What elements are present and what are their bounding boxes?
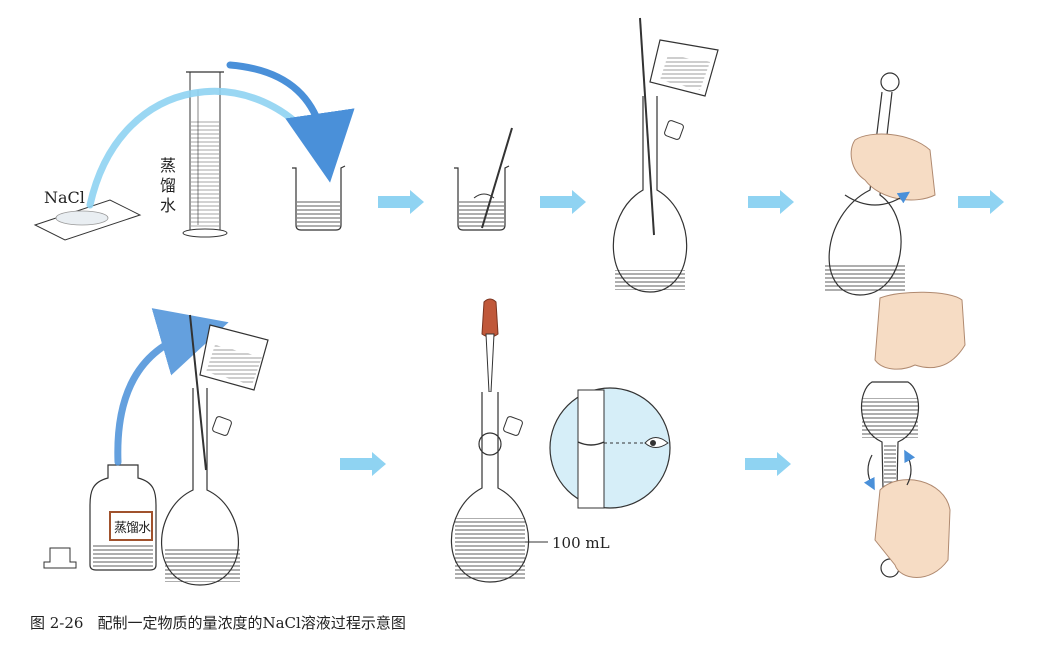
flow-arrow-6: [745, 452, 791, 476]
char-3: 水: [159, 196, 176, 215]
hand-step4: [850, 133, 936, 201]
figure-number: 图 2-26: [30, 614, 84, 632]
nacl-label: NaCl: [44, 188, 85, 207]
pour-curve-water: [226, 61, 355, 183]
solution-preparation-diagram: [33, 17, 1004, 586]
char-1: 蒸: [159, 156, 176, 175]
step-dissolve: [454, 127, 513, 231]
volume-mark-label: 100 mL: [552, 534, 610, 552]
beaker-step1: [292, 165, 346, 231]
step-swirl: [825, 72, 936, 296]
stopper-step5: [212, 416, 232, 436]
figure-caption: 图 2-26 配制一定物质的量浓度的NaCl溶液过程示意图: [30, 612, 406, 633]
volumetric-flask-step5: [161, 388, 239, 586]
step-invert-shake: [861, 291, 966, 578]
hand-bottom: [874, 479, 951, 578]
step-weigh-and-measure: [33, 61, 355, 241]
char-2: 馏: [159, 176, 176, 195]
glass-rod-step5: [189, 314, 207, 471]
meniscus-focus-circle: [478, 432, 502, 456]
stopper-step6: [503, 416, 523, 436]
flow-arrow-1: [378, 190, 424, 214]
pour-curve-rinse: [114, 308, 229, 466]
stopper-step3: [664, 120, 684, 140]
graduated-cylinder: [182, 71, 228, 238]
dropper-tube: [485, 333, 495, 393]
flow-arrow-3: [748, 190, 794, 214]
step-rinse: [43, 308, 269, 586]
eye-icon: [644, 437, 669, 448]
bottle-label-frame: [109, 511, 153, 541]
flow-arrow-2: [540, 190, 586, 214]
step-make-up-to-mark: [450, 298, 671, 583]
figure-caption-text: 配制一定物质的量浓度的NaCl溶液过程示意图: [97, 614, 406, 632]
step-transfer: [612, 17, 719, 293]
glass-rod-step3: [639, 17, 655, 236]
dropper-bulb: [481, 298, 499, 338]
flow-arrow-5: [340, 452, 386, 476]
distilled-water-vertical-label: 蒸 馏 水: [158, 156, 178, 216]
volumetric-flask-step3: [612, 96, 688, 293]
bottle-label-text: 蒸馏水: [113, 521, 151, 536]
hand-top: [874, 291, 966, 370]
flow-arrow-4: [958, 190, 1004, 214]
magnifier-view: [549, 387, 671, 509]
nacl-powder: [55, 210, 109, 226]
bottle-cap: [43, 547, 77, 569]
glass-rod: [481, 127, 513, 229]
